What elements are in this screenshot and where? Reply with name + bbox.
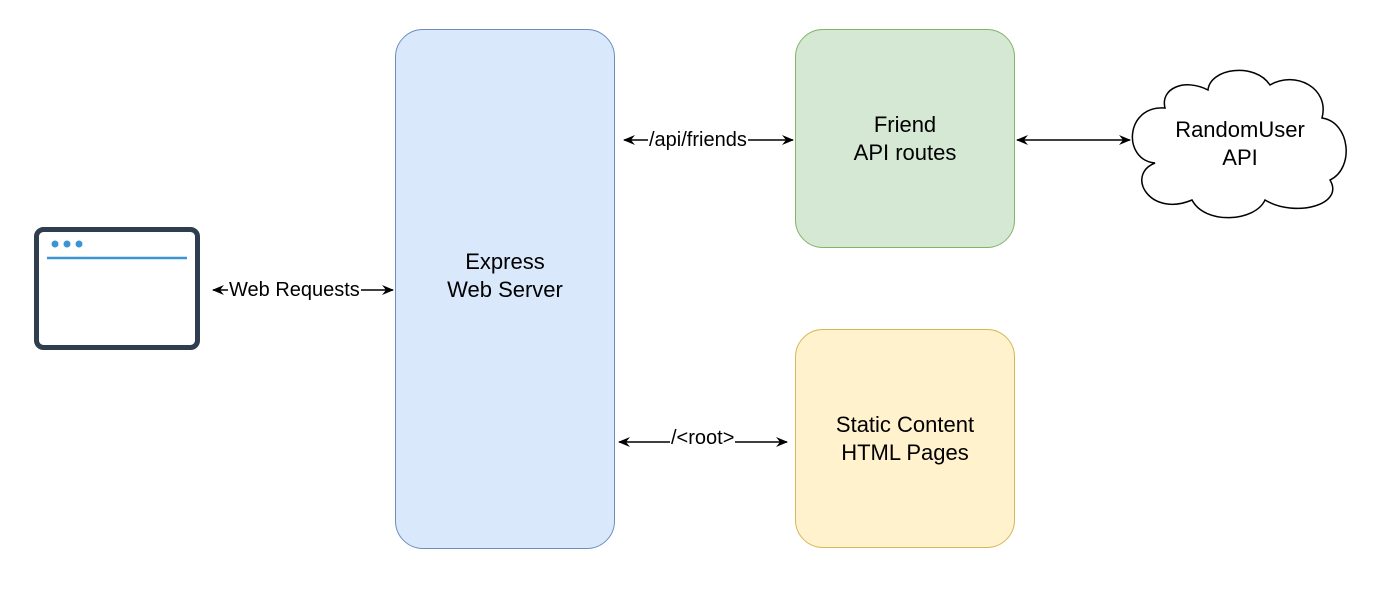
randomuser-api-label: RandomUser API	[1140, 116, 1340, 172]
root-label: /<root>	[670, 426, 736, 450]
friend-line1: Friend	[873, 111, 937, 137]
friend-line2: API routes	[853, 139, 957, 165]
randomuser-line2: API	[1222, 145, 1258, 170]
static-content-node: Static Content HTML Pages	[795, 329, 1015, 548]
api-friends-label: /api/friends	[648, 128, 748, 152]
browser-window-icon	[34, 227, 200, 350]
express-web-server-node: Express Web Server	[395, 29, 615, 549]
static-line1: Static Content	[835, 411, 975, 437]
static-line2: HTML Pages	[841, 439, 969, 465]
friend-api-routes-node: Friend API routes	[795, 29, 1015, 248]
randomuser-line1: RandomUser	[1175, 117, 1305, 142]
randomuser-cloud	[1131, 69, 1347, 219]
web-requests-label: Web Requests	[228, 278, 361, 302]
express-line1: Express	[465, 249, 545, 274]
express-line2: Web Server	[447, 277, 563, 302]
